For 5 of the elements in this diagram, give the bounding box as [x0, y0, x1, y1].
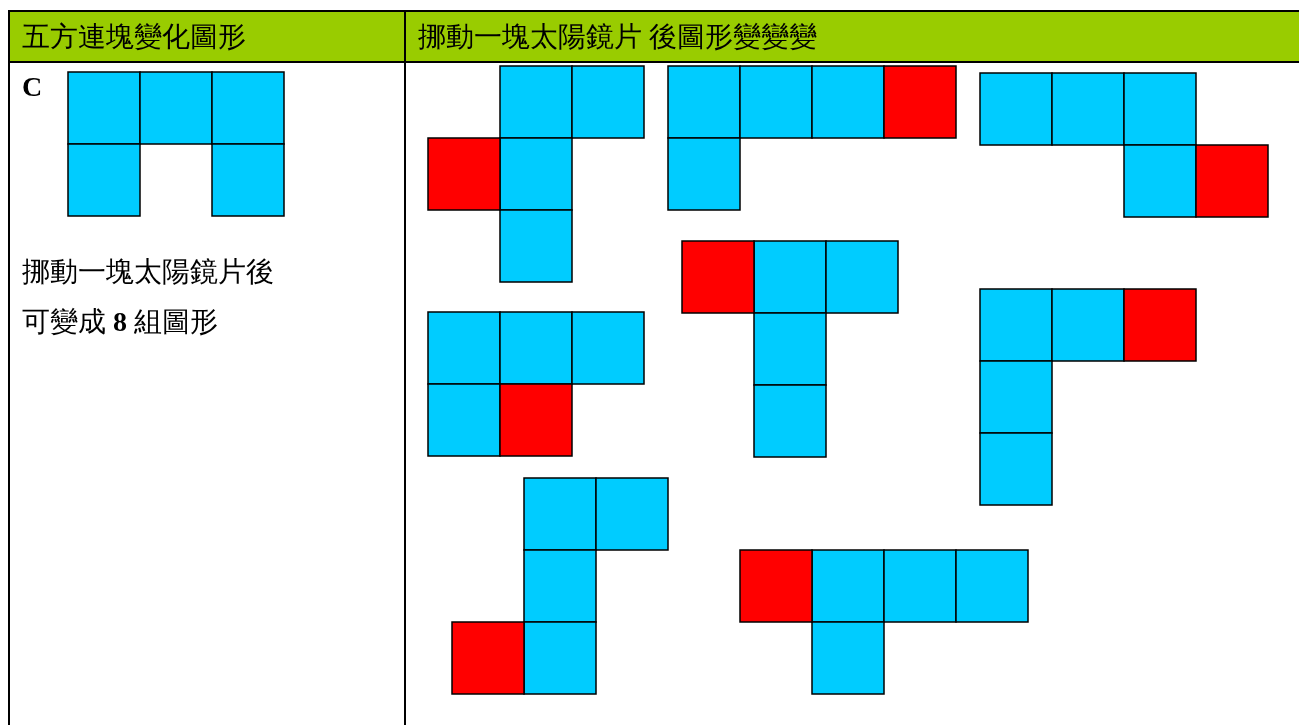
column-header: 挪動一塊太陽鏡片 後圖形變變變	[418, 19, 817, 54]
column-header: 五方連塊變化圖形	[22, 19, 246, 54]
shape-letter: C	[22, 71, 43, 103]
description-text: 挪動一塊太陽鏡片後	[22, 255, 274, 289]
description-text: 可變成 8 組圖形	[22, 305, 218, 339]
